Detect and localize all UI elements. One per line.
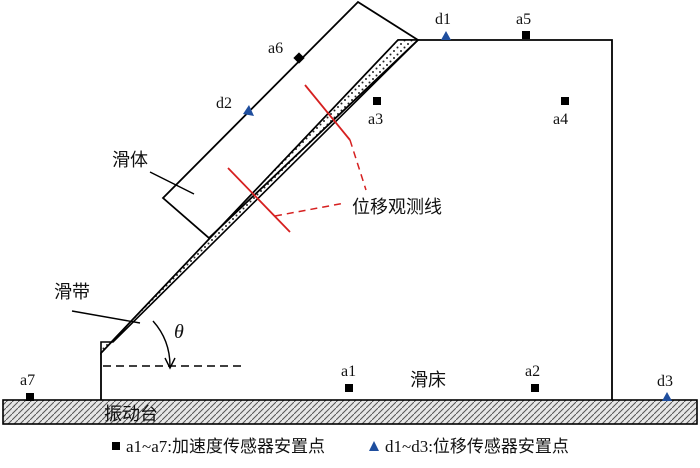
- shaking-table-label: 振动台: [104, 404, 158, 424]
- accelerometer-a4-icon: [561, 97, 569, 105]
- slide-body-block: [161, 0, 420, 240]
- accelerometer-a7-icon: [26, 393, 34, 401]
- observation-line-2: [304, 84, 351, 141]
- accelerometer-a4-label: a4: [553, 111, 568, 128]
- slide-bed-label: 滑床: [410, 370, 446, 390]
- slip-zone-label: 滑带: [54, 282, 90, 302]
- slide-body-leader: [149, 171, 195, 195]
- slip-zone-leader: [71, 310, 141, 324]
- shaking-table-platform: [2, 399, 698, 425]
- accelerometer-a5-label: a5: [516, 11, 531, 28]
- accelerometer-a7-label: a7: [20, 372, 35, 389]
- displacement-d2-icon: [243, 105, 254, 116]
- displacement-d3-icon: [662, 392, 672, 401]
- observation-line-1: [227, 167, 291, 233]
- legend-displacement-text: d1~d3:位移传感器安置点: [385, 437, 569, 456]
- slip-zone-band: [100, 39, 420, 356]
- observation-leader-1: [274, 202, 346, 217]
- displacement-lines-label: 位移观测线: [352, 197, 442, 217]
- displacement-d2-label: d2: [216, 95, 232, 112]
- legend-accelerometer-icon: [112, 442, 120, 450]
- angle-arc-arrow: [164, 357, 176, 370]
- legend-accelerometer-text: a1~a7:加速度传感器安置点: [126, 437, 325, 456]
- accelerometer-a5-icon: [522, 31, 530, 39]
- displacement-d3-label: d3: [657, 373, 673, 390]
- observation-leader-2: [349, 139, 367, 191]
- accelerometer-a3-icon: [373, 97, 381, 105]
- slide-body-label: 滑体: [112, 150, 148, 170]
- displacement-d1-label: d1: [435, 11, 451, 28]
- accelerometer-a1-icon: [345, 384, 353, 392]
- accelerometer-a2-icon: [531, 384, 539, 392]
- angle-theta-label: θ: [174, 321, 184, 343]
- legend-displacement-icon: [369, 441, 379, 451]
- accelerometer-a6-label: a6: [268, 40, 283, 57]
- accelerometer-a1-label: a1: [341, 363, 356, 380]
- angle-arc: [152, 320, 171, 367]
- accelerometer-a6-icon: [293, 52, 305, 64]
- accelerometer-a2-label: a2: [525, 363, 540, 380]
- displacement-d1-icon: [441, 31, 451, 40]
- accelerometer-a3-label: a3: [368, 111, 383, 128]
